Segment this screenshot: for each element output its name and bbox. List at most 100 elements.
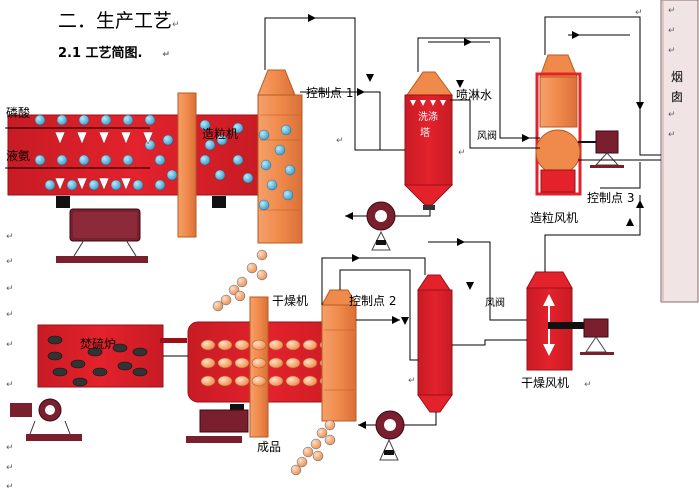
label-damper-top: 风阀: [477, 131, 497, 142]
granule: [56, 114, 68, 126]
granulator-granules: [34, 114, 254, 191]
granule: [310, 438, 322, 450]
nozzle: [54, 131, 66, 145]
granule: [217, 357, 233, 369]
paragraph-mark: ↵: [6, 257, 14, 267]
granule: [234, 339, 250, 351]
cyclone-granules: [258, 124, 296, 211]
transfer-granules: [212, 249, 268, 312]
nozzle: [142, 131, 154, 145]
granule: [316, 427, 328, 439]
paragraph-mark: ↵: [6, 340, 14, 350]
label-control-point-3: 控制点 3: [587, 191, 635, 205]
label-granulator: 造粒机: [202, 127, 239, 141]
granule: [110, 179, 122, 191]
granule: [166, 169, 178, 181]
granule: [154, 179, 166, 191]
label-chimney-2: 囱: [671, 90, 684, 104]
pump-upper: [366, 201, 396, 251]
paragraph-mark: ↵: [668, 130, 676, 140]
granule: [268, 339, 284, 351]
granule: [302, 375, 318, 387]
sulfur-lump: [52, 367, 68, 377]
granule: [44, 179, 56, 191]
granule: [234, 357, 250, 369]
nozzle: [54, 177, 66, 191]
pump-lower: [375, 410, 405, 461]
granule: [242, 172, 254, 184]
sulfur-lump: [47, 351, 63, 361]
label-damper-bottom: 风阀: [485, 298, 505, 309]
paragraph-mark: ↵: [6, 232, 14, 242]
granule: [122, 154, 134, 166]
sulfur-lump: [70, 359, 86, 369]
granule: [324, 434, 336, 446]
granule: [162, 134, 174, 146]
granule: [258, 129, 270, 141]
granule: [282, 189, 294, 201]
granule: [34, 114, 46, 126]
paragraph-mark: ↵: [336, 136, 344, 146]
granule: [56, 154, 68, 166]
granule: [100, 114, 112, 126]
granule: [256, 249, 268, 261]
granule: [78, 114, 90, 126]
section-title: 2.1 工艺简图.↵: [58, 46, 171, 61]
granule: [285, 357, 301, 369]
paragraph-mark: ↵: [6, 463, 14, 473]
granule: [251, 375, 267, 387]
granule: [100, 154, 112, 166]
paragraph-mark: ↵: [6, 310, 14, 320]
granule: [204, 139, 216, 151]
granulation-cyclone: [257, 69, 303, 244]
dryer-cyclone: [321, 289, 357, 422]
sulfur-lump: [47, 335, 63, 345]
granule: [302, 339, 318, 351]
granule: [284, 164, 296, 176]
product-granules: [290, 419, 336, 476]
paragraph-mark: ↵: [6, 284, 14, 294]
granulator-motor: [56, 208, 148, 263]
label-control-point-2: 控制点 2: [349, 294, 397, 308]
granule: [251, 357, 267, 369]
granule: [312, 450, 324, 462]
granule: [232, 122, 244, 134]
page-title: 二．生产工艺↵: [58, 10, 180, 32]
chimney: [660, 0, 699, 303]
label-control-point-1: 控制点 1: [306, 86, 354, 100]
label-phosphoric-acid: 磷酸: [6, 106, 31, 120]
sulfur-lump: [117, 361, 133, 371]
granule: [246, 262, 258, 274]
granule: [268, 357, 284, 369]
granule: [258, 199, 270, 211]
granule: [200, 357, 216, 369]
furnace-blower: [10, 398, 82, 441]
sulfur-lump: [72, 377, 88, 387]
granule: [256, 269, 268, 281]
label-scrubber-1: 洗涤: [418, 112, 438, 123]
label-drying-fan: 干燥风机: [521, 376, 570, 390]
granule: [217, 339, 233, 351]
drying-fan: [526, 271, 614, 371]
nozzle: [120, 131, 132, 145]
granule: [251, 339, 267, 351]
granule: [200, 339, 216, 351]
granule: [260, 159, 272, 171]
nozzle: [120, 177, 132, 191]
nozzle: [98, 131, 110, 145]
sulfur-lump: [132, 347, 148, 357]
paragraph-mark: ↵: [668, 46, 676, 56]
label-chimney-1: 烟: [671, 70, 684, 84]
granule: [234, 375, 250, 387]
granule: [302, 446, 314, 458]
sulfur-lump: [92, 367, 108, 377]
sulfur-lump: [132, 367, 148, 377]
granule: [144, 139, 156, 151]
granule: [290, 464, 302, 476]
dryer-scrubber: [417, 274, 453, 413]
nozzle: [76, 177, 88, 191]
label-granulation-fan: 造粒风机: [530, 211, 579, 225]
granule: [285, 339, 301, 351]
